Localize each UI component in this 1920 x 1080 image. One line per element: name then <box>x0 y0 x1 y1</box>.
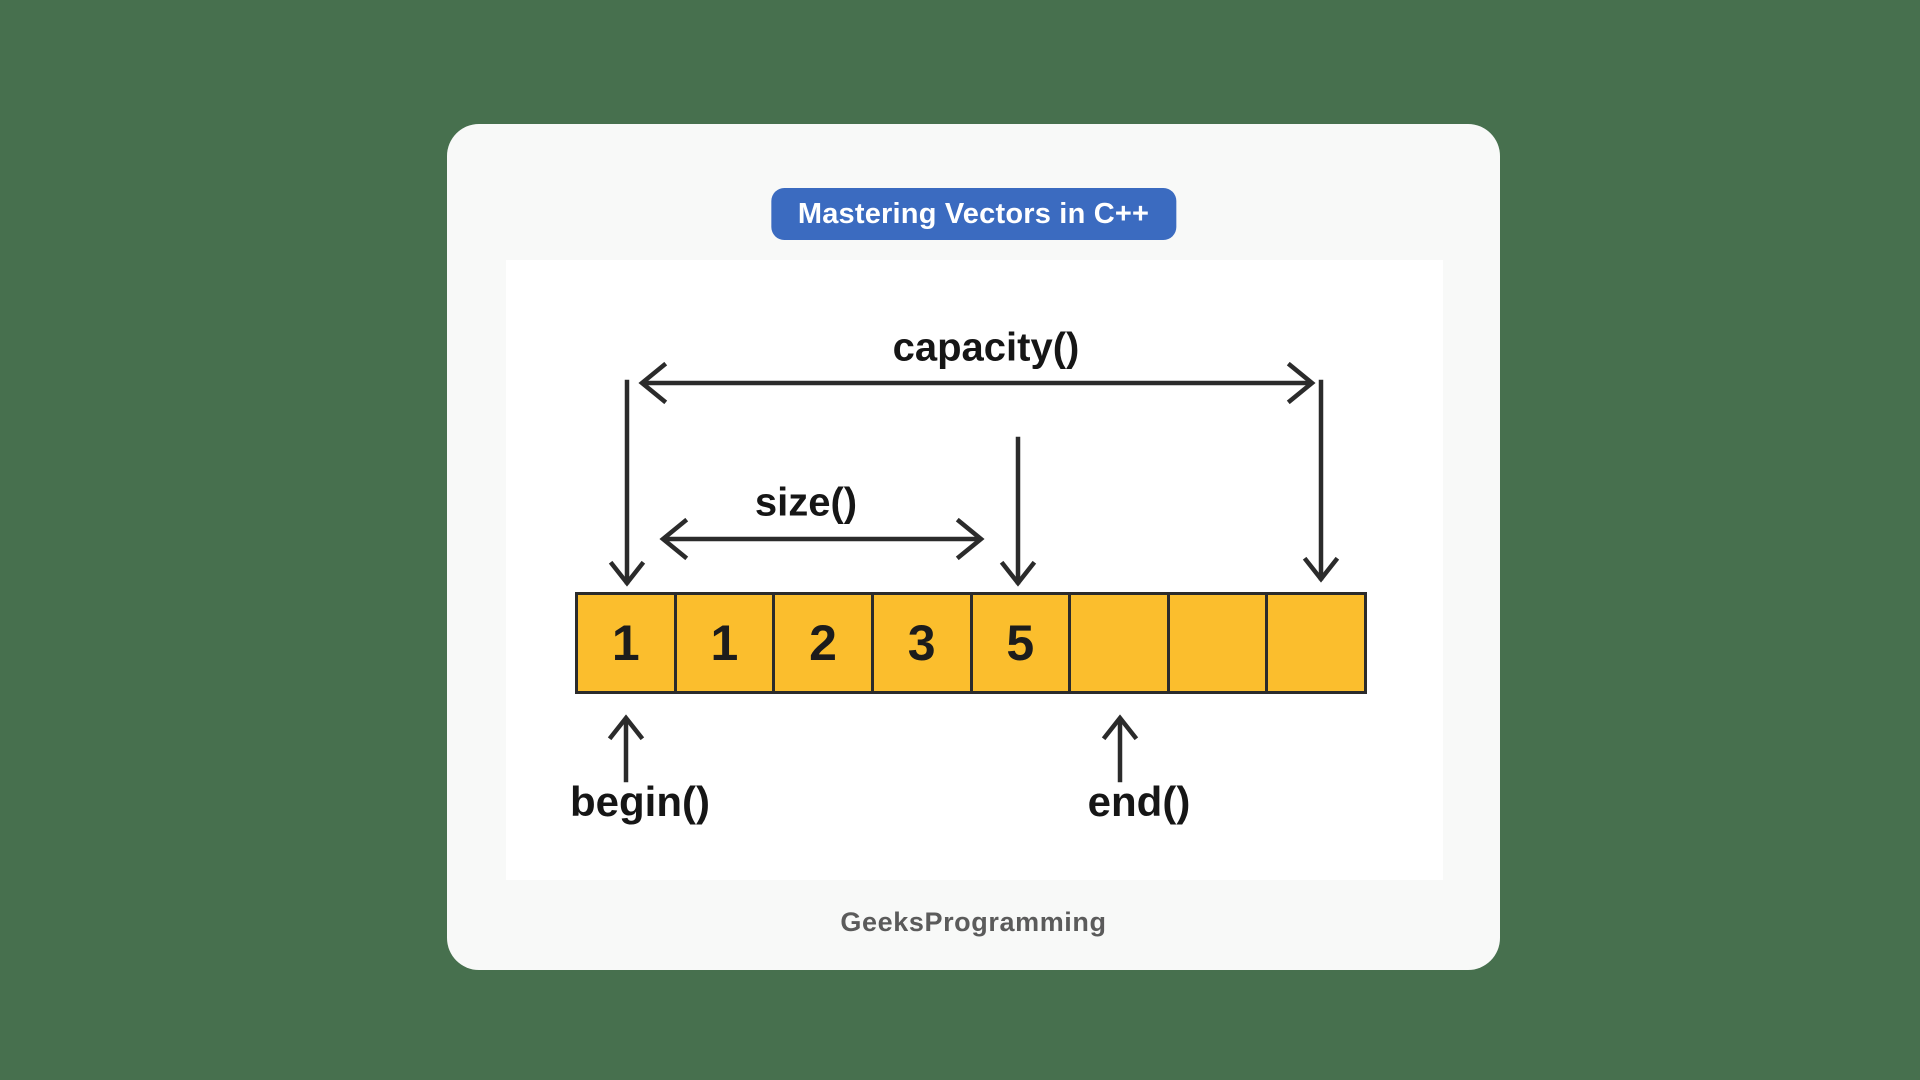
capacity-label: capacity() <box>892 325 1080 370</box>
vector-cell <box>1265 592 1367 694</box>
vector-diagram-panel: capacity() size() 1 1 2 3 5 begin() end(… <box>506 260 1443 880</box>
size-span-arrow <box>659 517 985 561</box>
vector-cell: 3 <box>870 592 973 694</box>
capacity-left-pointer-arrow <box>608 379 646 587</box>
vector-cell: 1 <box>575 592 677 694</box>
title-badge: Mastering Vectors in C++ <box>770 188 1177 240</box>
vector-cell: 1 <box>673 592 776 694</box>
vector-cell: 2 <box>772 592 874 694</box>
vector-cell <box>1166 592 1269 694</box>
begin-pointer-arrow <box>607 714 645 783</box>
size-label: size() <box>754 480 858 525</box>
size-end-pointer-arrow <box>999 436 1037 587</box>
brand-footer: GeeksProgramming <box>840 907 1107 937</box>
begin-label: begin() <box>570 778 710 825</box>
end-label: end() <box>1087 778 1191 825</box>
page-title: Mastering Vectors in C++ <box>797 197 1150 230</box>
capacity-span-arrow <box>638 361 1316 405</box>
vector-cell: 5 <box>969 592 1072 694</box>
capacity-right-pointer-arrow <box>1302 379 1340 583</box>
end-pointer-arrow <box>1101 714 1139 783</box>
infographic-card: Mastering Vectors in C++ <box>447 124 1500 970</box>
vector-cells: 1 1 2 3 5 <box>575 592 1367 694</box>
arrows-layer <box>607 361 1340 783</box>
vector-cell <box>1068 592 1170 694</box>
